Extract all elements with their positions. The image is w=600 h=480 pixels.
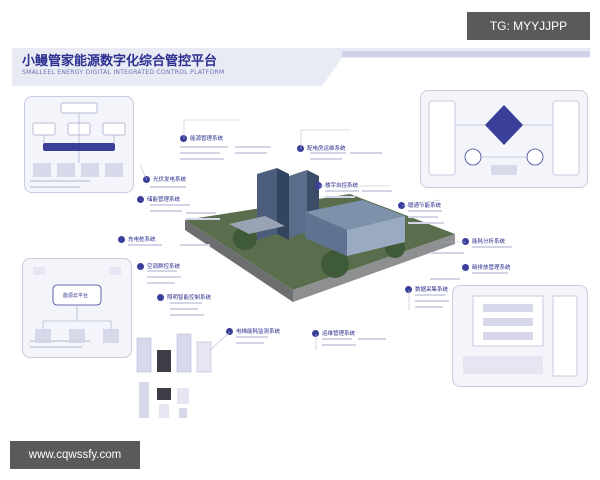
system-label-elevator: 电梯能耗监测系统: [236, 329, 281, 335]
system-dot-bas: [315, 182, 322, 189]
cloud-platform-label: 能源云平台: [63, 293, 89, 299]
device-panel-right: [452, 285, 588, 387]
system-label-pv: 光伏发电系统: [153, 177, 187, 183]
watermark-top: TG: MYYJJPP: [467, 12, 590, 40]
system-dot-heating: [398, 202, 405, 209]
system-label-storage: 储能管理系统: [147, 197, 181, 203]
control-flow-diagram: [428, 100, 580, 176]
system-label-analysis: 能耗分析系统: [472, 239, 506, 245]
system-dot-collection: [405, 286, 412, 293]
system-dot-storage: [137, 196, 144, 203]
system-dot-carbon: [462, 264, 469, 271]
system-label-heating: 暖通节能系统: [408, 203, 442, 209]
system-dot-energy: [180, 135, 187, 142]
page-subtitle: SMALLEEL ENERGY DIGITAL INTEGRATED CONTR…: [22, 69, 225, 76]
watermark-bottom: www.cqwssfy.com: [10, 441, 140, 469]
system-dot-om: [312, 330, 319, 337]
device-network-diagram: [32, 102, 126, 177]
system-label-lighting: 照明智能控制系统: [167, 295, 212, 301]
equipment-diagram: [463, 295, 578, 377]
system-dot-analysis: [462, 238, 469, 245]
page-title: 小鳗管家能源数字化综合管控平台: [22, 54, 218, 69]
system-label-energy: 能源管理系统: [190, 136, 224, 142]
device-panel-top-right: [420, 90, 588, 188]
system-dot-charging: [118, 236, 125, 243]
equipment-strip: [136, 333, 212, 418]
system-dot-lighting: [157, 294, 164, 301]
system-dot-hvac: [137, 263, 144, 270]
system-label-hvac: 空调群控系统: [147, 264, 181, 270]
system-label-carbon: 碳排放管理系统: [472, 265, 511, 271]
system-label-distribution: 配电房运维系统: [307, 146, 346, 152]
system-label-om: 运维管理系统: [322, 331, 356, 337]
cloud-platform-diagram: [33, 267, 121, 343]
system-label-collection: 数据采集系统: [415, 287, 449, 293]
system-dot-elevator: [226, 328, 233, 335]
system-label-charging: 充电桩系统: [128, 237, 156, 243]
campus-illustration: [185, 168, 455, 302]
system-dot-distribution: [297, 145, 304, 152]
device-panel-top-left: [24, 96, 134, 193]
header-banner: [12, 48, 590, 86]
